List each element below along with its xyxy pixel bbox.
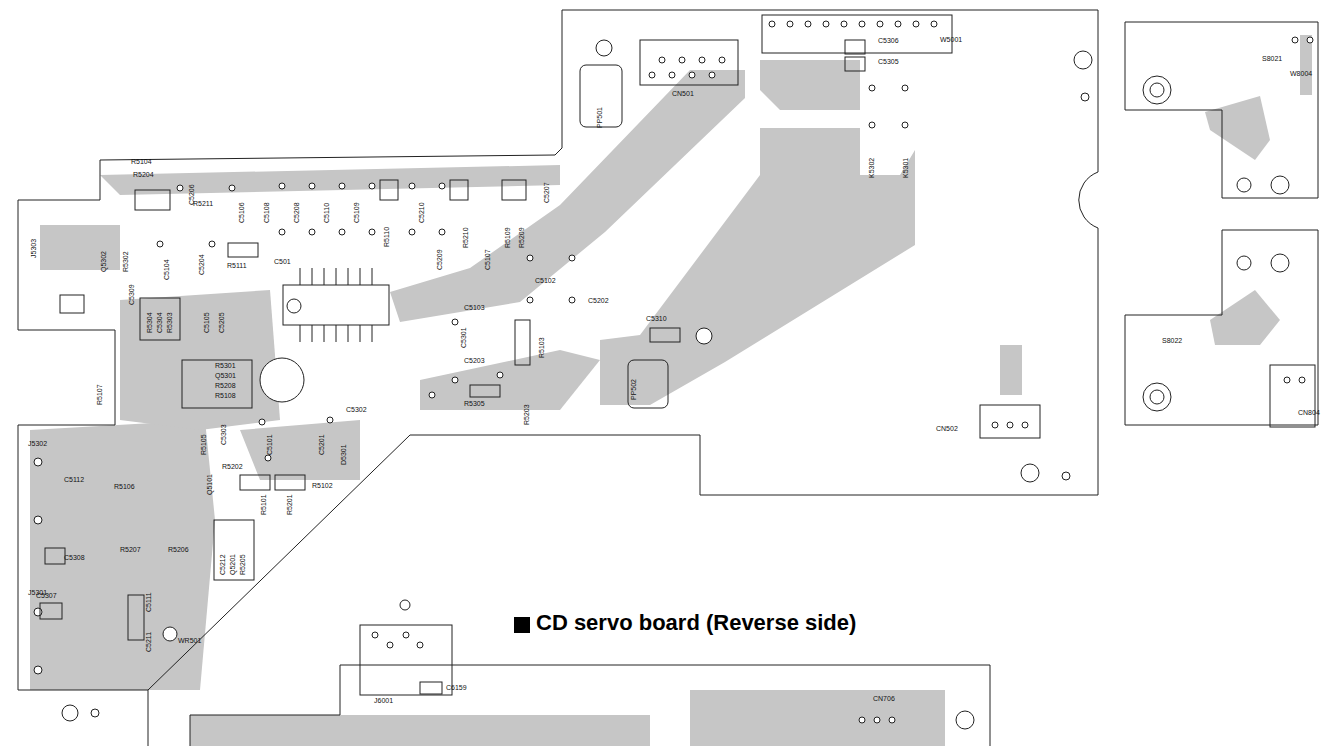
part-label: R5103 (538, 337, 545, 358)
part-label: R5202 (222, 463, 243, 470)
part-label: R5203 (523, 404, 530, 425)
part-label: CN501 (672, 90, 694, 97)
part-label: R5304 (146, 312, 153, 333)
part-label: C5102 (535, 277, 556, 284)
part-label: R5305 (464, 400, 485, 407)
part-label: W5001 (940, 36, 962, 43)
part-label: C5309 (128, 284, 135, 305)
part-label: J6001 (374, 697, 393, 704)
part-label: C5301 (460, 327, 467, 348)
part-label: C6159 (446, 684, 467, 691)
part-label: C5104 (163, 259, 170, 280)
part-label: R5102 (312, 482, 333, 489)
part-label: PP502 (630, 379, 637, 400)
part-label: C5204 (198, 254, 205, 275)
part-label: R5206 (168, 546, 189, 553)
part-label: R5208 (215, 382, 236, 389)
part-label: C5201 (318, 434, 325, 455)
part-label: C5308 (64, 554, 85, 561)
part-label: C5112 (64, 476, 84, 483)
part-label: R5107 (96, 384, 103, 405)
part-label: C5303 (220, 424, 227, 445)
part-label: R5301 (215, 362, 236, 369)
part-label: C5304 (156, 312, 163, 333)
part-label: Q5101 (206, 474, 213, 495)
part-label: C5108 (263, 202, 270, 223)
part-label: R5101 (260, 494, 267, 515)
part-label: J5302 (28, 440, 47, 447)
part-label: C5306 (878, 37, 899, 44)
part-label: D5301 (340, 444, 347, 465)
part-label: C5107 (484, 249, 491, 270)
part-label: CN502 (936, 425, 958, 432)
part-label: R5204 (133, 171, 154, 178)
part-label: R5106 (114, 483, 135, 490)
part-label: C5211 (145, 632, 152, 652)
part-label: R5209 (518, 227, 525, 248)
part-label: R5303 (166, 312, 173, 333)
part-label: C5101 (266, 434, 273, 455)
part-label: CN804 (1298, 409, 1320, 416)
part-label: W8004 (1290, 70, 1312, 77)
part-label: R5104 (131, 158, 152, 165)
part-label: C5106 (238, 202, 245, 223)
part-label: C5212 (219, 554, 226, 575)
part-label: C5111 (145, 592, 152, 612)
part-label: J5303 (30, 239, 37, 258)
part-label: C5110 (323, 203, 330, 223)
part-label: C5310 (646, 315, 667, 322)
part-label: Q5301 (215, 372, 236, 379)
part-label: R5108 (215, 392, 236, 399)
part-label: CN706 (873, 695, 895, 702)
part-label: R5105 (200, 434, 207, 455)
part-label: S8021 (1262, 55, 1282, 62)
part-label: C5103 (464, 304, 485, 311)
part-label: R5207 (120, 546, 141, 553)
part-label: R5210 (462, 227, 469, 248)
part-label: C5305 (878, 58, 899, 65)
part-label: C5203 (464, 357, 485, 364)
part-label: C5105 (203, 312, 210, 333)
part-label: R5109 (504, 227, 511, 248)
part-label: C5205 (218, 312, 225, 333)
part-label: R5205 (239, 554, 246, 575)
part-label: C5207 (543, 182, 550, 203)
part-label: C5109 (353, 202, 360, 223)
part-label: C5210 (418, 202, 425, 223)
board-title: CD servo board (Reverse side) (534, 612, 858, 634)
part-label: PP501 (596, 107, 603, 128)
part-label: K5302 (868, 158, 875, 178)
part-label: C5307 (36, 592, 57, 599)
part-label: R5201 (286, 494, 293, 515)
part-label: C5208 (293, 202, 300, 223)
part-label: K5301 (902, 158, 909, 178)
part-label: R5111 (227, 262, 247, 269)
part-label: R5110 (383, 227, 390, 247)
part-label: R5302 (122, 251, 129, 272)
part-label: R5211 (193, 200, 213, 207)
part-label: S8022 (1162, 337, 1182, 344)
part-label: WR501 (178, 637, 201, 644)
part-label: Q5302 (100, 251, 107, 272)
part-label: C5209 (436, 249, 443, 270)
part-label: C5202 (588, 297, 609, 304)
part-label: Q5201 (229, 554, 236, 575)
part-label: C501 (274, 258, 291, 265)
part-label: C5302 (346, 406, 367, 413)
title-bullet (514, 617, 530, 633)
